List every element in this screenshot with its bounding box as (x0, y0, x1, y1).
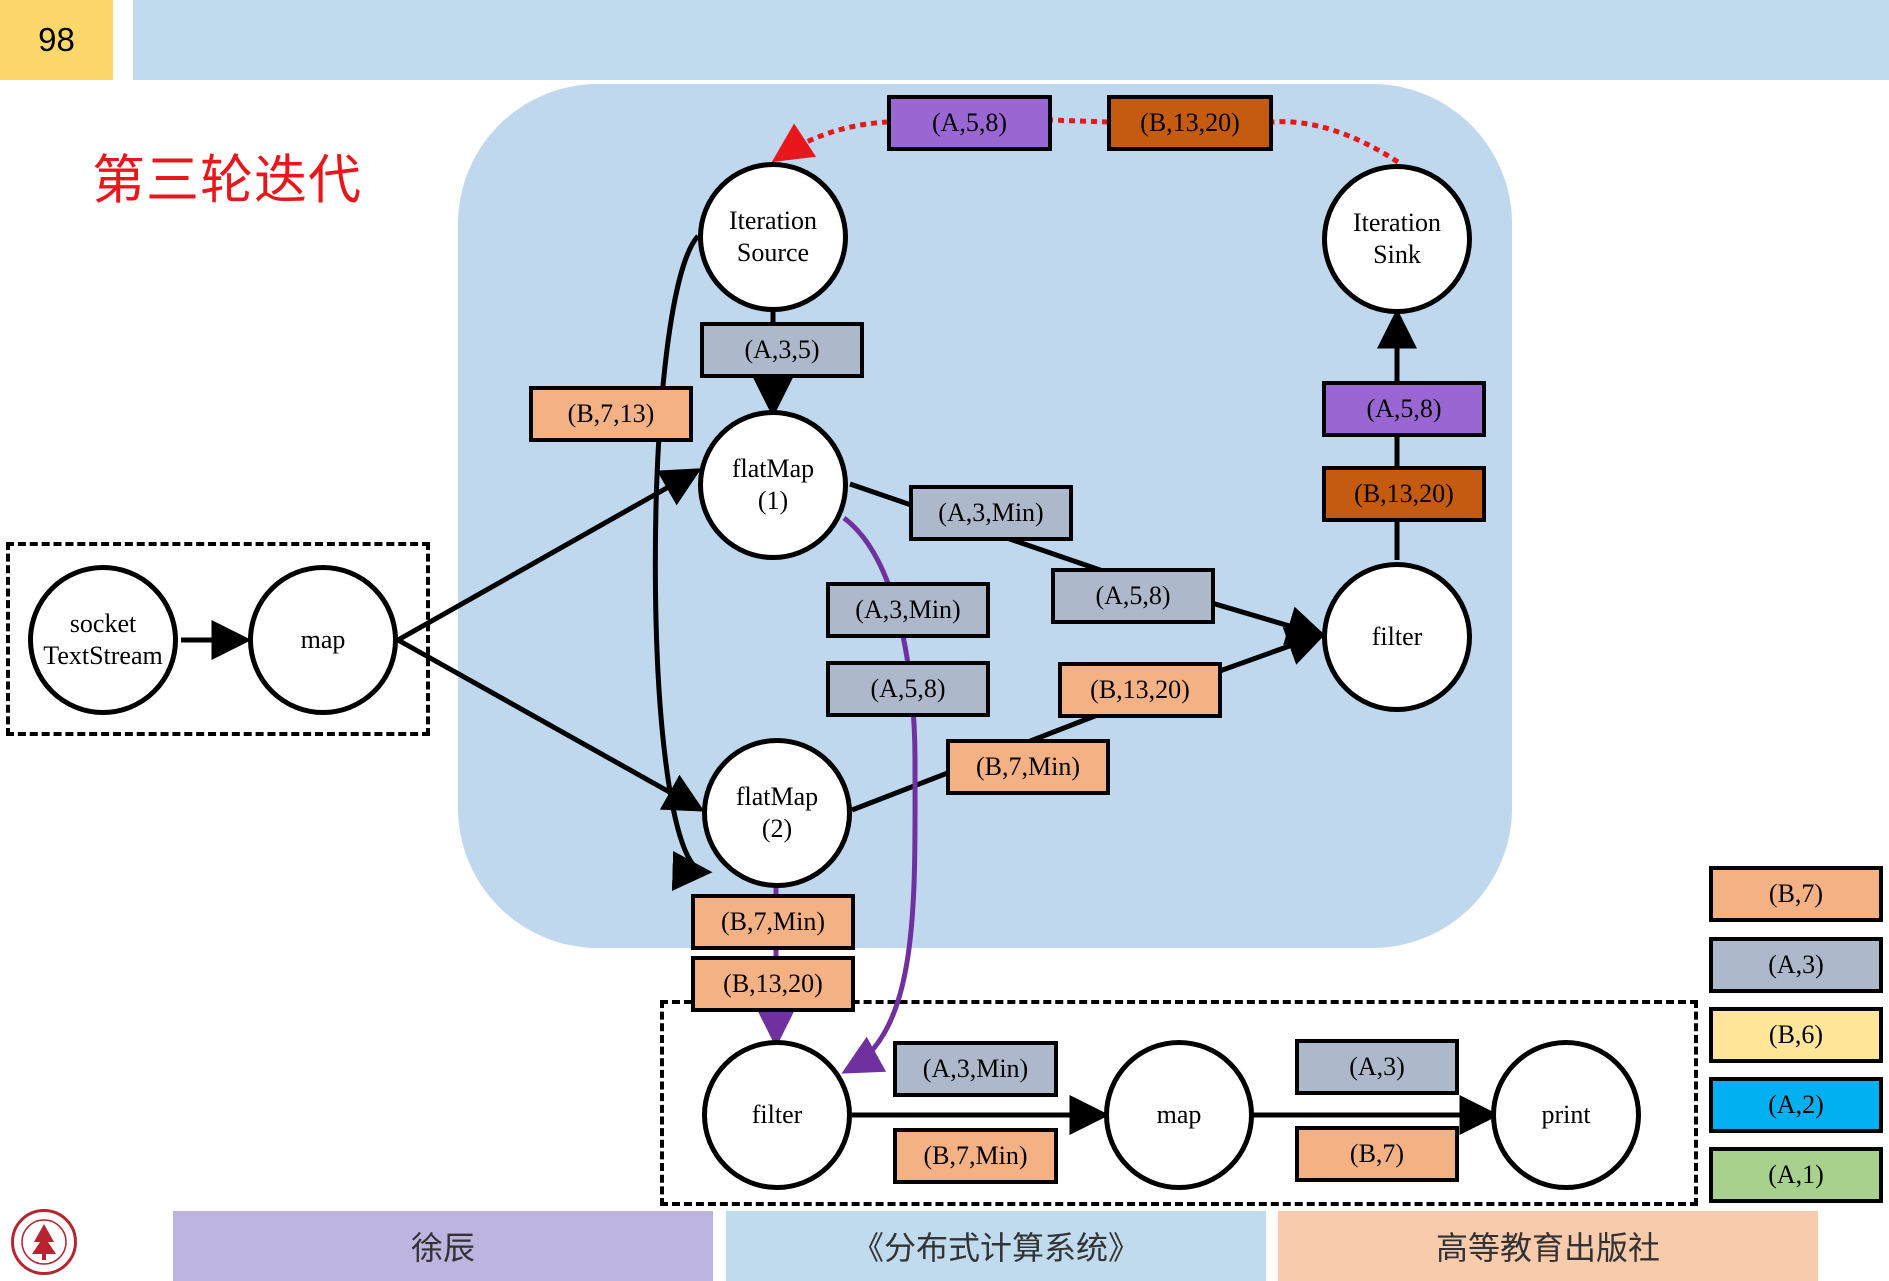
fm2-to-output-tag-2: (B,13,20) (691, 956, 855, 1012)
legend-item: (A,3) (1709, 937, 1883, 993)
filter-to-map-tag-a: (A,3,Min) (893, 1041, 1058, 1097)
iteration-sink-node: Iteration Sink (1322, 164, 1472, 314)
flatmap-1-node: flatMap (1) (698, 410, 848, 560)
map-output-node: map (1104, 1040, 1254, 1190)
footer-author: 徐辰 (173, 1211, 713, 1281)
fm1-to-filter-tag-1: (A,3,Min) (909, 485, 1073, 541)
university-logo (11, 1209, 77, 1275)
feedback-tag-a: (A,5,8) (887, 95, 1052, 151)
socket-text-stream-node: socket TextStream (28, 565, 178, 715)
flatmap1-to-output-edge (841, 516, 918, 1074)
feedback-edge (771, 117, 1400, 165)
sink-in-tag-b: (B,13,20) (1322, 466, 1486, 522)
filter-to-map-tag-b: (B,7,Min) (893, 1128, 1058, 1184)
footer-book: 《分布式计算系统》 (726, 1211, 1266, 1281)
legend-item: (B,6) (1709, 1007, 1883, 1063)
header-band (133, 0, 1889, 80)
fm2-to-filter-tag-2: (B,7,Min) (946, 739, 1110, 795)
source-out-tag: (A,3,5) (700, 322, 864, 378)
output-stage-box (660, 1000, 1698, 1206)
flatmap-2-node: flatMap (2) (702, 738, 852, 888)
slide-title: 第三轮迭代 (92, 150, 362, 211)
slide-number: 98 (0, 0, 113, 80)
fm1-to-filter-tag-2: (A,5,8) (1051, 568, 1215, 624)
footer-publisher: 高等教育出版社 (1278, 1211, 1818, 1281)
filter-loop-node: filter (1322, 562, 1472, 712)
legend-item: (A,2) (1709, 1077, 1883, 1133)
iteration-source-node: Iteration Source (698, 162, 848, 312)
fm2-to-filter-tag-1: (B,13,20) (1058, 662, 1222, 718)
bypass-tag: (B,7,13) (529, 386, 693, 442)
filter-output-node: filter (702, 1040, 852, 1190)
map-to-print-tag-b: (B,7) (1295, 1126, 1459, 1182)
map-to-print-tag-a: (A,3) (1295, 1039, 1459, 1095)
print-node: print (1491, 1040, 1641, 1190)
feedback-tag-b: (B,13,20) (1107, 95, 1273, 151)
input-stage-box (6, 542, 430, 736)
fm1-to-output-tag-1: (A,3,Min) (826, 582, 990, 638)
legend-item: (B,7) (1709, 866, 1883, 922)
legend-item: (A,1) (1709, 1147, 1883, 1203)
map-source-node: map (248, 565, 398, 715)
fm1-to-output-tag-2: (A,5,8) (826, 661, 990, 717)
sink-in-tag-a: (A,5,8) (1322, 381, 1486, 437)
fm2-to-output-tag-1: (B,7,Min) (691, 894, 855, 950)
